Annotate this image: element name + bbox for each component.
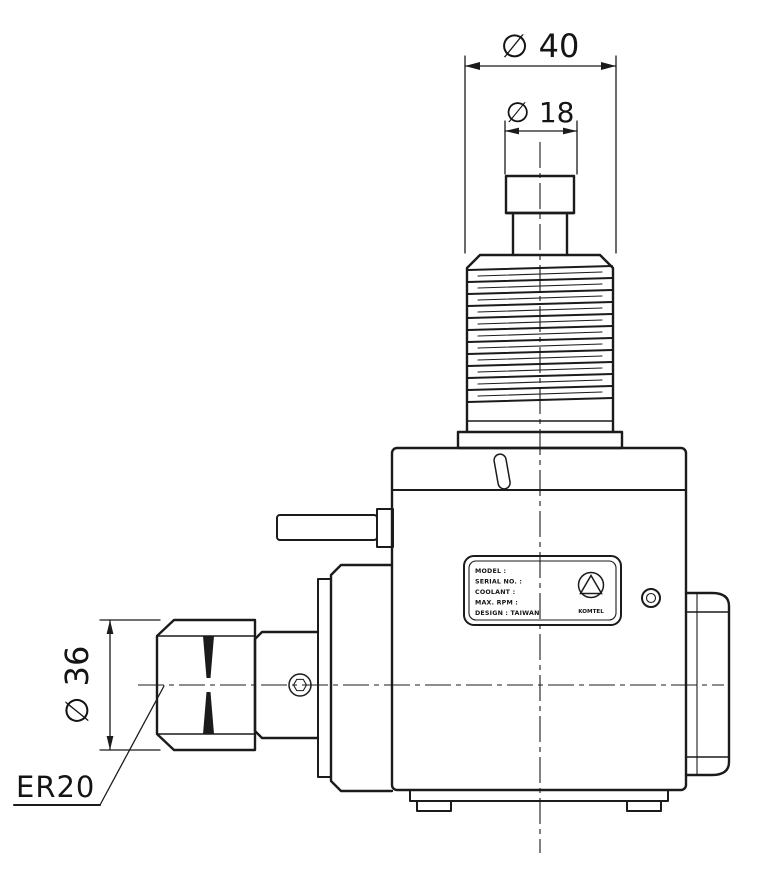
nameplate-inner-border bbox=[468, 560, 617, 621]
collet-nut bbox=[155, 618, 257, 752]
dim-18-label: ∅ 18 bbox=[506, 96, 575, 129]
dim-18-arrow-left bbox=[505, 127, 519, 135]
dim-40-label: ∅ 40 bbox=[501, 27, 580, 65]
thread-root-lines bbox=[477, 271, 603, 397]
body-screw bbox=[641, 588, 661, 608]
housing-flange bbox=[317, 578, 332, 778]
nameplate: MODEL : SERIAL NO. : COOLANT : MAX. RPM … bbox=[463, 555, 622, 626]
nameplate-field-serial: SERIAL NO. : bbox=[475, 579, 522, 586]
thread-cylinder-outline bbox=[465, 253, 615, 434]
wrench-slot-bottom bbox=[203, 692, 214, 734]
logo-circle bbox=[577, 571, 605, 599]
logo-triangle bbox=[579, 574, 603, 595]
pin-rod bbox=[276, 514, 378, 541]
dimension-18: ∅ 18 bbox=[504, 96, 578, 175]
base-foot-left bbox=[416, 800, 452, 812]
dim-40-arrow-right bbox=[601, 62, 616, 70]
threaded-shank bbox=[456, 174, 624, 450]
dim-36-arrow-top bbox=[106, 620, 114, 634]
dim-40-arrow-left bbox=[465, 62, 480, 70]
dim-18-arrow-right bbox=[563, 127, 577, 135]
thread-crest-lines bbox=[467, 265, 613, 403]
housing-block bbox=[329, 563, 394, 793]
dim-18-extension-lines bbox=[504, 120, 578, 175]
clamp-pin bbox=[276, 508, 394, 548]
collet-callout: ER20 bbox=[13, 685, 165, 806]
base-plate bbox=[409, 789, 669, 812]
centerlines bbox=[138, 142, 724, 853]
dim-40-extension-lines bbox=[464, 55, 617, 254]
wrench-slot-top bbox=[203, 636, 214, 678]
dimension-40: ∅ 40 bbox=[464, 27, 617, 254]
hex-socket-screw bbox=[288, 673, 312, 697]
body-screw-inner bbox=[645, 592, 657, 604]
logo-caption: KOMTEL bbox=[578, 609, 604, 615]
base-foot-right bbox=[626, 800, 662, 812]
spindle-housing bbox=[253, 563, 394, 793]
nameplate-field-coolant: COOLANT : bbox=[475, 589, 515, 596]
gearbox-body bbox=[390, 446, 688, 792]
base-lip bbox=[409, 789, 669, 802]
nameplate-field-rpm: MAX. RPM : bbox=[475, 600, 518, 607]
right-coupling bbox=[684, 591, 731, 777]
oil-slot bbox=[493, 453, 511, 490]
coupling-outline bbox=[684, 591, 731, 777]
nameplate-field-design: DESIGN : TAIWAN bbox=[475, 610, 540, 617]
nameplate-field-model: MODEL : bbox=[475, 568, 506, 575]
er20-leader-line bbox=[99, 685, 165, 806]
er20-label: ER20 bbox=[16, 770, 95, 804]
nameplate-border bbox=[463, 555, 622, 626]
dim-36-arrow-bottom bbox=[106, 736, 114, 750]
body-outline bbox=[390, 446, 688, 792]
coupling-steps bbox=[685, 611, 730, 758]
brand-logo-icon: KOMTEL bbox=[577, 571, 605, 615]
dimension-36: ∅ 36 bbox=[58, 619, 161, 751]
dim-36-label: ∅ 36 bbox=[58, 646, 96, 725]
hex-socket-icon bbox=[292, 678, 308, 692]
tenon-stem bbox=[504, 211, 576, 257]
pin-boss bbox=[376, 508, 394, 548]
